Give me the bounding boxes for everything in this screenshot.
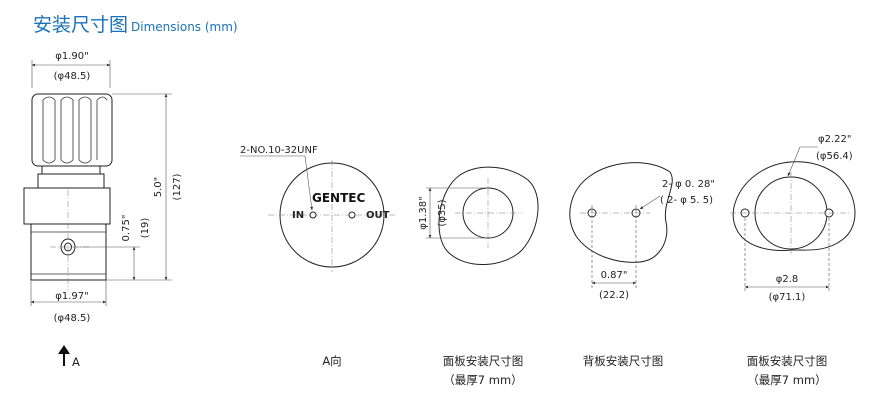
outlet-label: OUT: [366, 210, 390, 221]
view-a: 2-NO.10-32UNF GENTEC IN OUT A向: [240, 145, 396, 368]
panel-1-dia-in: φ1.38": [418, 196, 429, 229]
panel-2-caption: 面板安装尺寸图: [747, 354, 828, 368]
panel-2-dia-in: φ2.22": [818, 134, 851, 145]
back-panel-outline: [569, 162, 673, 263]
panel-2-spacing-in: φ2.8: [776, 274, 799, 285]
brand-logo: GENTEC: [312, 191, 365, 205]
panel-2-dia-mm: (φ56.4): [816, 151, 853, 162]
top-diameter-mm: (φ48.5): [54, 71, 91, 82]
back-panel-caption: 背板安装尺寸图: [583, 354, 664, 368]
panel-1-caption: 面板安装尺寸图: [443, 354, 524, 368]
height-in: 5.0": [153, 177, 164, 198]
page-title: 安装尺寸图: [33, 14, 129, 36]
panel-mount-2: φ2.22" (φ56.4) φ2.8 (φ71.1) 面板安装尺寸图 （最厚7…: [730, 134, 856, 387]
top-diameter-in: φ1.90": [55, 51, 88, 62]
panel-2-spacing-mm: (φ71.1): [769, 292, 806, 303]
side-view: φ1.90" (φ48.5) 5.0" (127) 0.75" (19): [23, 51, 183, 369]
back-panel-holes-mm: ( 2- φ 5. 5): [660, 195, 713, 206]
view-a-caption: A向: [322, 354, 341, 368]
panel-2-thickness: （最厚7 mm）: [747, 373, 826, 387]
regulator-knob: [31, 93, 113, 167]
inlet-label: IN: [292, 210, 304, 221]
panel-1-thickness: （最厚7 mm）: [443, 373, 522, 387]
panel-mount-1: φ1.38" (φ35) 面板安装尺寸图 （最厚7 mm）: [418, 166, 539, 387]
view-arrow-label: A: [72, 355, 80, 369]
bottom-diameter-in: φ1.97": [55, 291, 88, 302]
back-panel-spacing-in: 0.87": [601, 270, 628, 281]
port-height-in: 0.75": [121, 215, 132, 242]
thread-label: 2-NO.10-32UNF: [240, 145, 318, 156]
up-arrow-icon: [58, 345, 70, 366]
back-panel-spacing-mm: (22.2): [599, 290, 629, 301]
height-mm: (127): [172, 173, 183, 200]
back-panel-holes-in: 2- φ 0. 28": [662, 179, 715, 190]
port-height-mm: (19): [140, 218, 151, 239]
page-subtitle: Dimensions (mm): [131, 20, 238, 34]
panel-1-dia-mm: (φ35): [437, 199, 448, 226]
back-panel: 2- φ 0. 28" ( 2- φ 5. 5) 0.87" (22.2) 背板…: [569, 162, 715, 368]
bottom-diameter-mm: (φ48.5): [54, 313, 91, 324]
